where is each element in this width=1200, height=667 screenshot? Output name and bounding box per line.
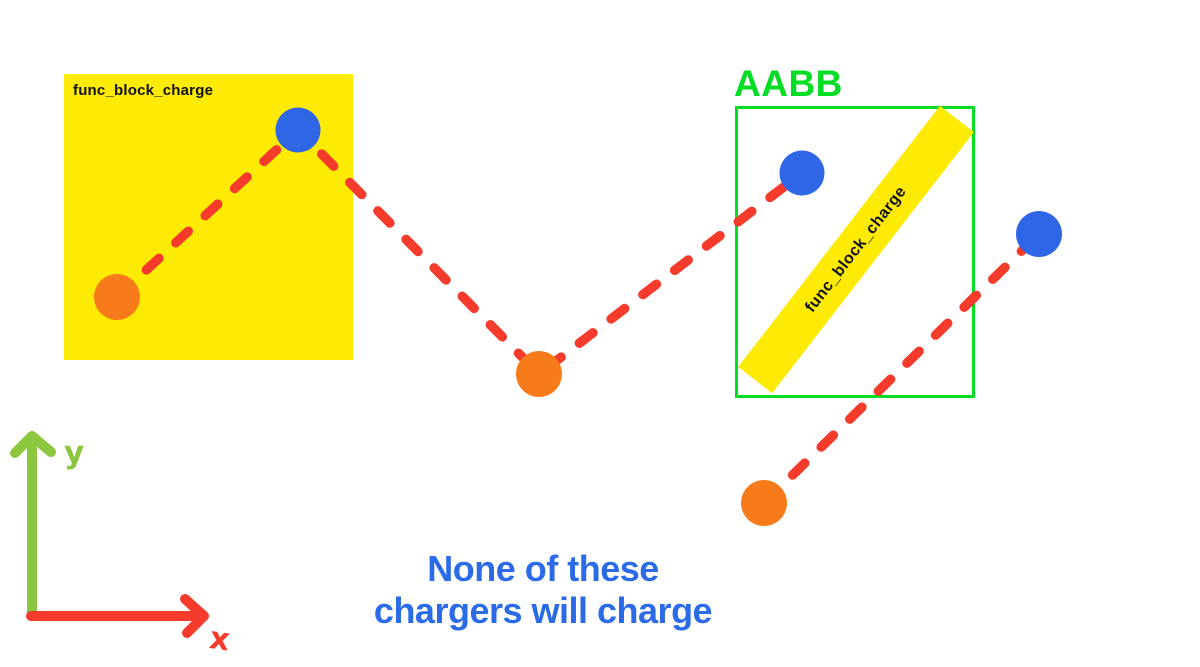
caption-line-1: None of these xyxy=(427,548,659,589)
caption-line-2: chargers will charge xyxy=(373,590,713,631)
x-axis-label: x xyxy=(207,620,232,658)
caption: None of these chargers will charge xyxy=(293,548,793,632)
aabb-title: AABB xyxy=(734,63,843,104)
blue-target-circle-3 xyxy=(1016,211,1062,257)
func-block-charge-label: func_block_charge xyxy=(73,82,214,99)
y-axis-label: y xyxy=(64,435,84,471)
x-axis-arrowhead-icon xyxy=(180,594,209,638)
func-block-charge-rect: func_block_charge xyxy=(64,74,353,360)
coordinate-axes: y x xyxy=(10,431,232,658)
y-axis-arrowhead-icon xyxy=(10,431,56,458)
orange-charger-circle-2 xyxy=(516,351,562,397)
orange-charger-circle-3 xyxy=(741,480,787,526)
